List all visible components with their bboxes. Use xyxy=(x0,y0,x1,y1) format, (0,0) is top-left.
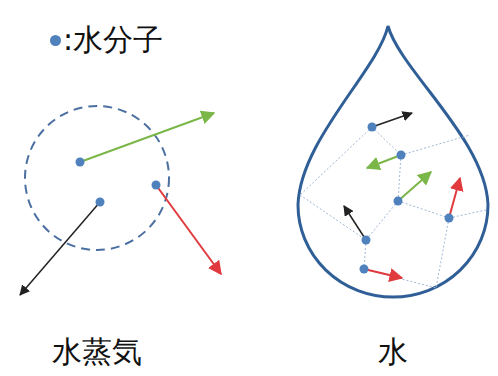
velocity-arrow xyxy=(449,178,460,218)
velocity-arrow xyxy=(344,206,366,240)
state-label: 水蒸気 xyxy=(52,337,142,367)
bond-lines xyxy=(300,127,486,288)
vapour-region xyxy=(25,106,169,250)
legend-row: :水分子 xyxy=(50,20,163,61)
velocity-arrow xyxy=(398,172,431,201)
water-molecules xyxy=(360,123,454,274)
water-molecule xyxy=(96,198,105,207)
legend-swatch xyxy=(50,35,61,46)
water-molecule xyxy=(152,181,161,190)
water-drop xyxy=(298,26,488,297)
state-label: 水 xyxy=(378,337,408,367)
water-molecule xyxy=(76,158,85,167)
velocity-arrow xyxy=(156,185,221,274)
legend-text: :水分子 xyxy=(63,20,163,61)
velocity-arrow xyxy=(367,155,401,168)
velocity-arrow xyxy=(372,113,412,127)
velocity-arrow xyxy=(80,113,214,162)
velocity-arrow xyxy=(20,202,100,295)
velocity-arrow xyxy=(364,269,402,278)
